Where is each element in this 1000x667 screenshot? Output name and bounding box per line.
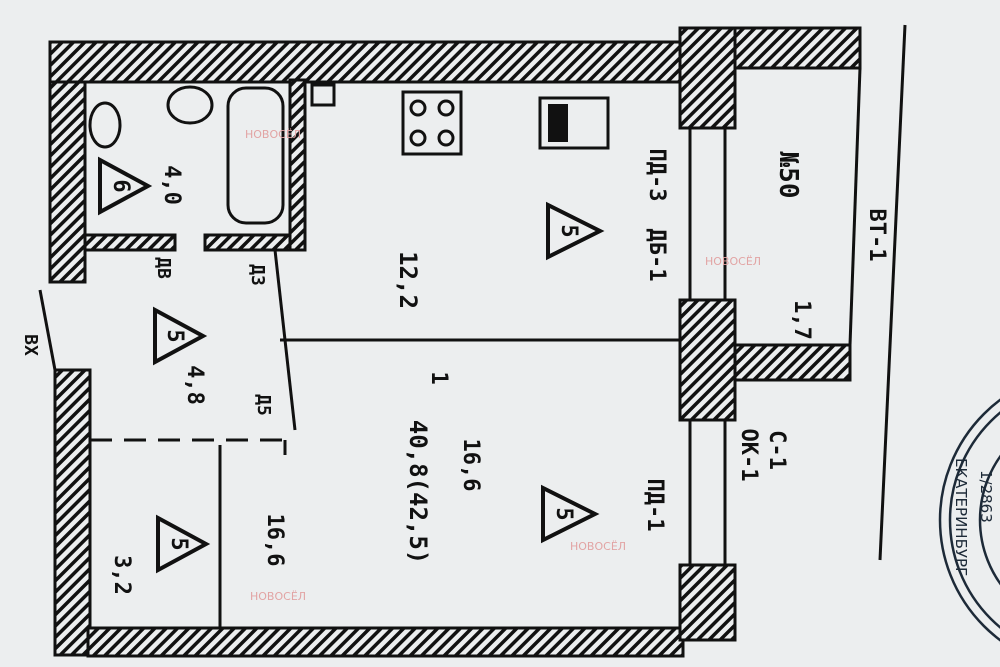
stamp-text: ЕКАТЕРИНБУРГ bbox=[952, 458, 970, 576]
kitchen-area: 12,2 bbox=[394, 251, 422, 309]
balcony-area: 1,7 bbox=[789, 300, 814, 340]
stamp bbox=[938, 398, 1000, 642]
label-door-b: Д3 bbox=[247, 264, 268, 286]
triangle-label: 5 bbox=[162, 329, 187, 342]
balcony-wall-bottom bbox=[733, 343, 852, 382]
watermarks: НОВОСЁЛ НОВОСЁЛ НОВОСЁЛ НОВОСЁЛ bbox=[245, 128, 761, 603]
toilet-icon bbox=[88, 101, 122, 149]
bath-area: 4,0 bbox=[159, 165, 184, 205]
walls bbox=[48, 26, 862, 658]
label-ok1: ОК-1 bbox=[736, 429, 761, 482]
stove-icon bbox=[401, 90, 463, 156]
label-door-c: Д5 bbox=[253, 394, 274, 416]
total-area: 40,8(42,5) bbox=[404, 420, 432, 565]
triangle-label: 5 bbox=[551, 507, 576, 520]
bath-wall bbox=[83, 233, 177, 252]
apartment-number: №50 bbox=[773, 152, 803, 199]
svg-text:НОВОСЁЛ: НОВОСЁЛ bbox=[250, 590, 306, 603]
svg-text:НОВОСЁЛ: НОВОСЁЛ bbox=[570, 540, 626, 553]
label-pd1: ПД-1 bbox=[642, 479, 667, 532]
zone-triangles bbox=[98, 156, 605, 574]
balcony-wall-top bbox=[733, 26, 862, 70]
sink-icon bbox=[166, 85, 214, 125]
rooms-count: 1 bbox=[426, 371, 451, 384]
wall-top bbox=[48, 40, 707, 84]
closet-area: 3,2 bbox=[109, 555, 134, 595]
label-c1: С-1 bbox=[764, 430, 789, 470]
wall-right-bottom bbox=[678, 563, 737, 642]
triangle-label: 5 bbox=[556, 224, 581, 237]
triangle-label: 6 bbox=[108, 179, 133, 192]
label-db1: ДБ-1 bbox=[644, 229, 669, 282]
wall-right-mid bbox=[678, 298, 737, 422]
label-door-a: ДВ bbox=[153, 257, 174, 279]
lines bbox=[38, 24, 907, 628]
label-pd3: ПД-3 bbox=[644, 149, 669, 202]
stamp-number: 1/2863 bbox=[977, 470, 995, 523]
bathtub-icon bbox=[226, 86, 285, 225]
hall-area: 4,8 bbox=[182, 365, 207, 405]
sink-kitchen-icon bbox=[538, 96, 610, 150]
svg-text:НОВОСЁЛ: НОВОСЁЛ bbox=[245, 128, 301, 141]
wall-left-lower bbox=[53, 368, 92, 657]
triangle-label: 5 bbox=[166, 537, 191, 550]
label-entrance: ВХ bbox=[20, 334, 41, 356]
living-area: 16,6 bbox=[458, 439, 483, 492]
label-vt: ВТ-1 bbox=[864, 209, 889, 262]
wall-bottom bbox=[86, 626, 685, 658]
room-area-2: 16,6 bbox=[262, 514, 287, 567]
bath-wall-v bbox=[288, 78, 307, 252]
wall-right-top bbox=[678, 26, 737, 130]
svg-text:НОВОСЁЛ: НОВОСЁЛ bbox=[705, 255, 761, 268]
